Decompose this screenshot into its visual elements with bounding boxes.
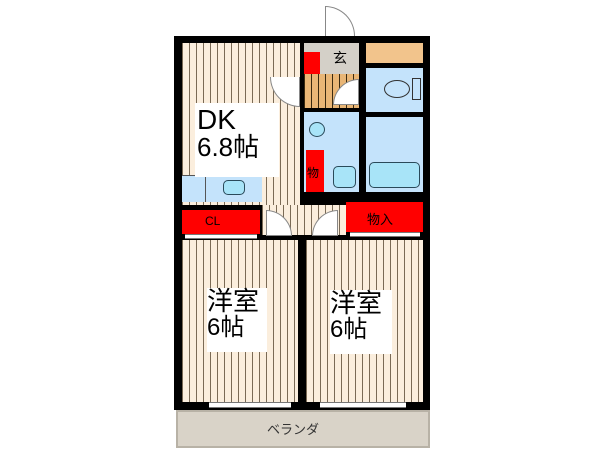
storage [346, 202, 423, 232]
toilet-icon [384, 80, 410, 98]
western-room-1-name: 洋室 [207, 286, 260, 316]
dk-size: 6.8帖 [197, 132, 260, 163]
entrance-door [325, 6, 355, 38]
storage-label: 物入 [367, 212, 394, 227]
western-room-1-size: 6帖 [207, 314, 245, 342]
entrance-label: 玄 [333, 50, 347, 66]
toilet-tank-icon [412, 78, 421, 100]
window-room1 [209, 402, 291, 408]
sink-icon [223, 180, 245, 195]
closet [182, 210, 260, 234]
upper-storage [366, 43, 423, 63]
dk-label: DK 6.8帖 [195, 103, 279, 177]
veranda-label: ベランダ [267, 422, 320, 437]
washing-machine-icon [333, 166, 356, 188]
western-room-1-label: 洋室 6帖 [207, 286, 267, 352]
closet-label: CL [205, 214, 221, 228]
counter-divider [205, 175, 206, 202]
shoe-box [304, 52, 320, 74]
western-room-2-name: 洋室 [330, 288, 383, 318]
western-room-2-size: 6帖 [330, 316, 368, 344]
small-storage-label: 物 [307, 166, 320, 180]
western-room-2 [306, 240, 423, 402]
dk-name: DK [197, 104, 236, 135]
washbasin-icon [309, 122, 325, 137]
window-storage [350, 232, 420, 237]
window-room2 [320, 402, 406, 408]
kitchen-counter [182, 175, 262, 202]
western-room-2-label: 洋室 6帖 [330, 288, 392, 354]
small-storage [306, 150, 324, 192]
bathtub-icon [369, 162, 420, 188]
veranda [176, 410, 430, 448]
window-closet [185, 234, 257, 239]
